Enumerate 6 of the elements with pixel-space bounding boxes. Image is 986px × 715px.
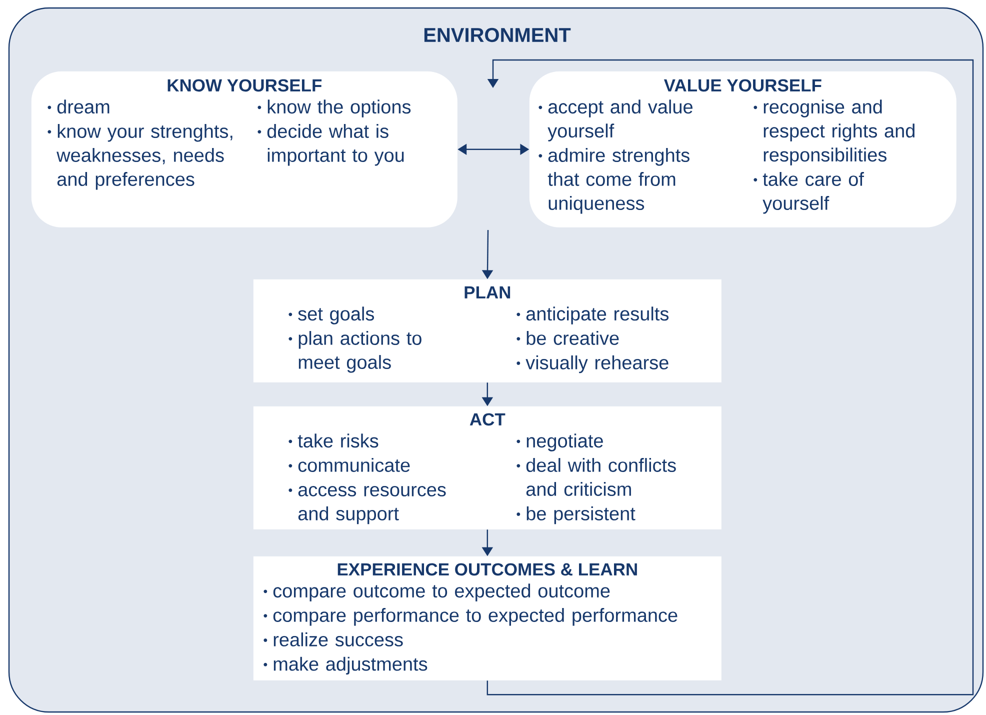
card: VALUE YOURSELF accept and value yourself admire strenghts that come from uniqueness recognise and respect rights and responsibilities take care of yourself — [529, 71, 956, 228]
card: PLAN set goals plan actions to meet goals anticipate results be creative visually rehearse — [253, 279, 722, 382]
card: KNOW YOURSELF dream know your strenghts, weaknesses, needs and preferences know the options decide what is important to you — [31, 71, 458, 228]
card: EXPERIENCE OUTCOMES & LEARN compare outcome to expected outcome compare performance to expected performance realize success make adjustments — [253, 556, 722, 680]
arrow — [486, 59, 974, 696]
card: ACT take risks communicate access resources and support negotiate deal with conflicts and criticism be persistent — [253, 406, 722, 530]
